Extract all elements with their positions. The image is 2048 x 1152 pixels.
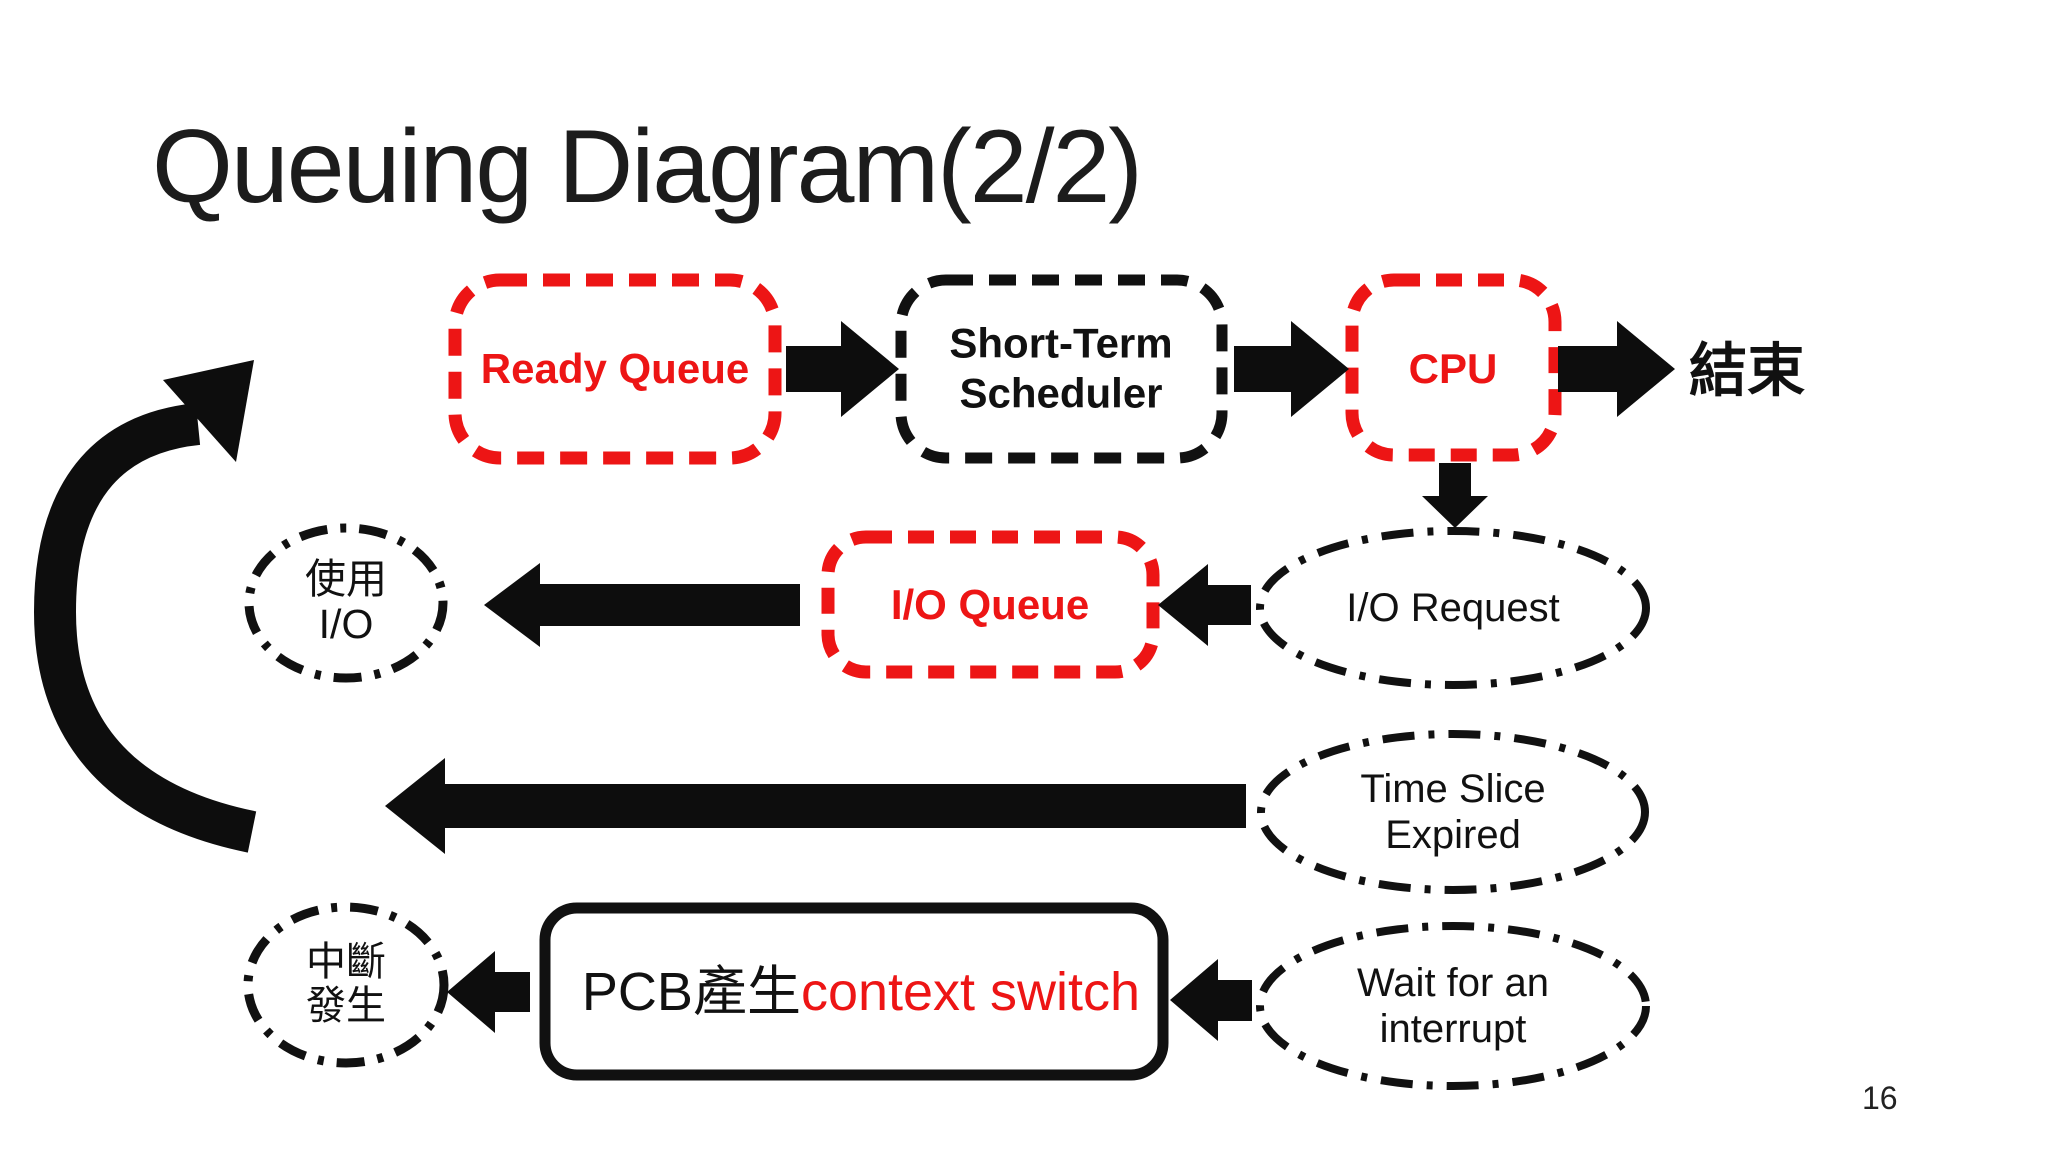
wait-for-interrupt-label: Wait for an interrupt [1357,961,1549,1051]
pcb-label-red-part: context switch [800,961,1141,1022]
io-queue-label: I/O Queue [890,580,1090,628]
short-term-scheduler-box-outline [895,274,1228,464]
page-number: 16 [1862,1080,1898,1116]
ready-queue-label: Ready Queue [480,344,750,392]
use-io-label: 使用 I/O [305,555,387,647]
curved-return-arrow-head [163,360,254,462]
arrow-cpu-to-io-request [1422,463,1488,528]
arrow-io-queue-to-use-io [484,563,800,647]
arrow-pcb-to-interrupt-occurs [447,951,530,1033]
short-term-scheduler-label: Short-Term Scheduler [949,319,1173,417]
time-slice-ellipse-outline [1257,730,1649,894]
arrow-scheduler-to-cpu [1234,321,1349,417]
cpu-box-outline [1345,273,1562,462]
interrupt-occurs-label: 中斷 發生 [306,940,386,1028]
use-io-ellipse-outline [244,523,448,683]
wait-for-interrupt-ellipse-outline [1256,922,1650,1090]
arrow-time-slice-return [385,758,1246,854]
io-request-ellipse-outline [1256,527,1650,689]
pcb-box-outline [539,902,1169,1081]
interrupt-occurs-ellipse-outline [243,902,449,1068]
pcb-label: PCB產生context switch [582,961,1140,1023]
end-label: 結束 [1688,338,1806,404]
ready-queue-box-outline [448,273,782,465]
arrow-cpu-to-end [1558,321,1675,417]
arrow-wait-to-pcb [1170,959,1252,1041]
io-queue-box-outline [821,530,1160,679]
arrow-io-request-to-io-queue [1158,564,1251,646]
cpu-label: CPU [1408,344,1498,392]
time-slice-expired-label: Time Slice Expired [1360,767,1546,857]
curved-return-arrow-body [33,403,257,853]
io-request-label: I/O Request [1346,586,1560,630]
page-title: Queuing Diagram(2/2) [152,109,1143,225]
arrow-ready-queue-to-scheduler [786,321,899,417]
pcb-label-black-part: PCB產生 [581,961,801,1022]
